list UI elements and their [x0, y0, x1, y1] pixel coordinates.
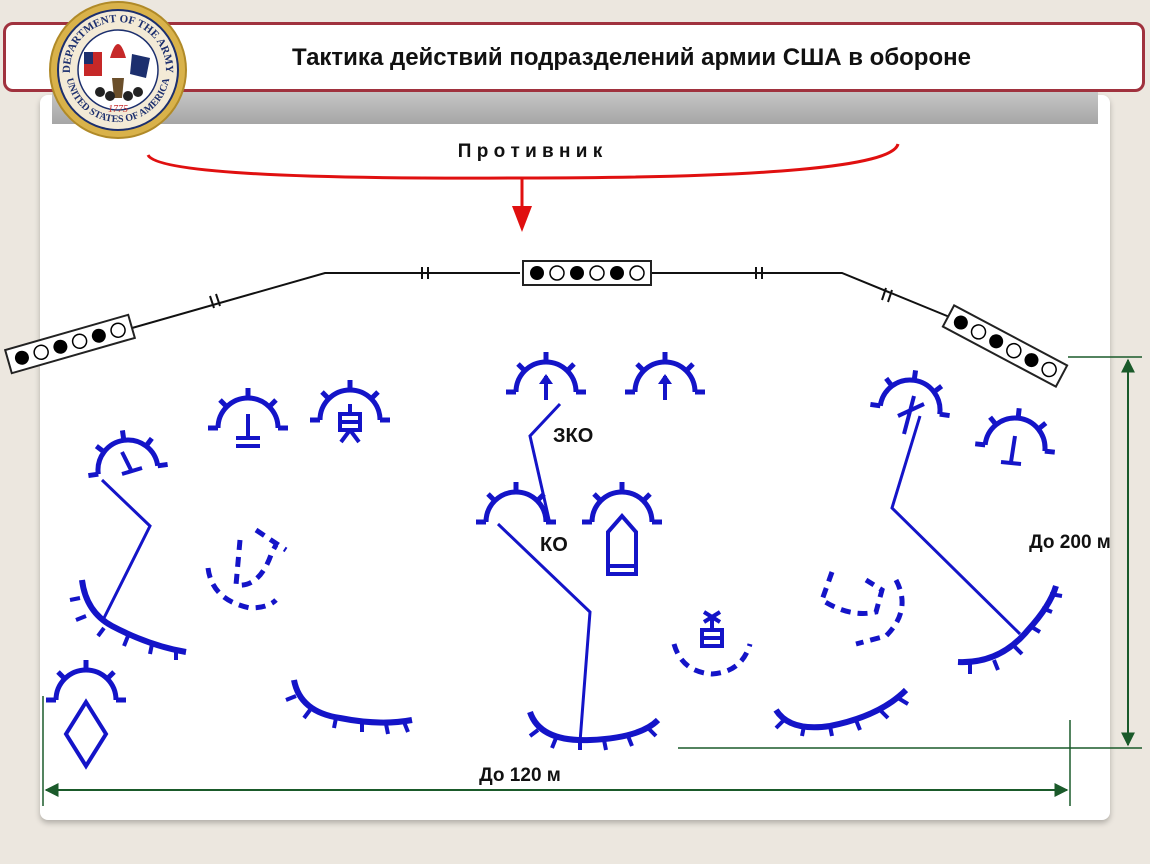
- trench-center: [527, 710, 661, 751]
- depth-dimension: [678, 356, 1142, 749]
- position-at-weapon-left: [83, 425, 168, 476]
- slide-card: [40, 95, 1110, 820]
- width-dimension: [42, 696, 1071, 806]
- trench-right: [957, 585, 1063, 674]
- position-diamond: [46, 660, 126, 770]
- title-bar: [3, 22, 1145, 92]
- squad-leader-label: КО: [540, 534, 568, 556]
- position-observation-post: [310, 380, 390, 444]
- depth-label: До 200 м: [1029, 532, 1111, 553]
- minefield-left: [4, 313, 136, 375]
- enemy-direction-arrow: [146, 143, 900, 232]
- minefield-right: [941, 304, 1069, 388]
- position-apc: [582, 482, 662, 576]
- minefield-center: [522, 260, 652, 286]
- alternate-position-left: [205, 527, 288, 611]
- fire-team-leader-label: ЗКО: [553, 425, 593, 447]
- seal-year: 1775: [108, 104, 128, 115]
- trench-left: [69, 579, 187, 660]
- enemy-label: П р о т и в н и к: [458, 141, 603, 162]
- trench-center-right: [773, 687, 910, 737]
- title-underband: [52, 92, 1098, 124]
- position-at-weapon-right: [975, 404, 1059, 466]
- army-seal-logo: DEPARTMENT OF THE ARMY UNITED STATES OF …: [49, 1, 187, 139]
- position-fire-team-right: [625, 352, 705, 400]
- alternate-position-center: [671, 610, 753, 677]
- communication-lines: [100, 402, 1022, 743]
- wire-obstacle-line: [124, 267, 953, 331]
- trench-center-left: [285, 679, 413, 735]
- position-fire-team-left: [506, 352, 586, 400]
- width-label: До 120 м: [479, 765, 561, 786]
- alternate-position-right: [818, 571, 905, 647]
- slide-title: Тактика действий подразделений армии США…: [292, 44, 971, 71]
- position-antiaircraft: [870, 365, 955, 435]
- position-at-weapon: [208, 388, 288, 448]
